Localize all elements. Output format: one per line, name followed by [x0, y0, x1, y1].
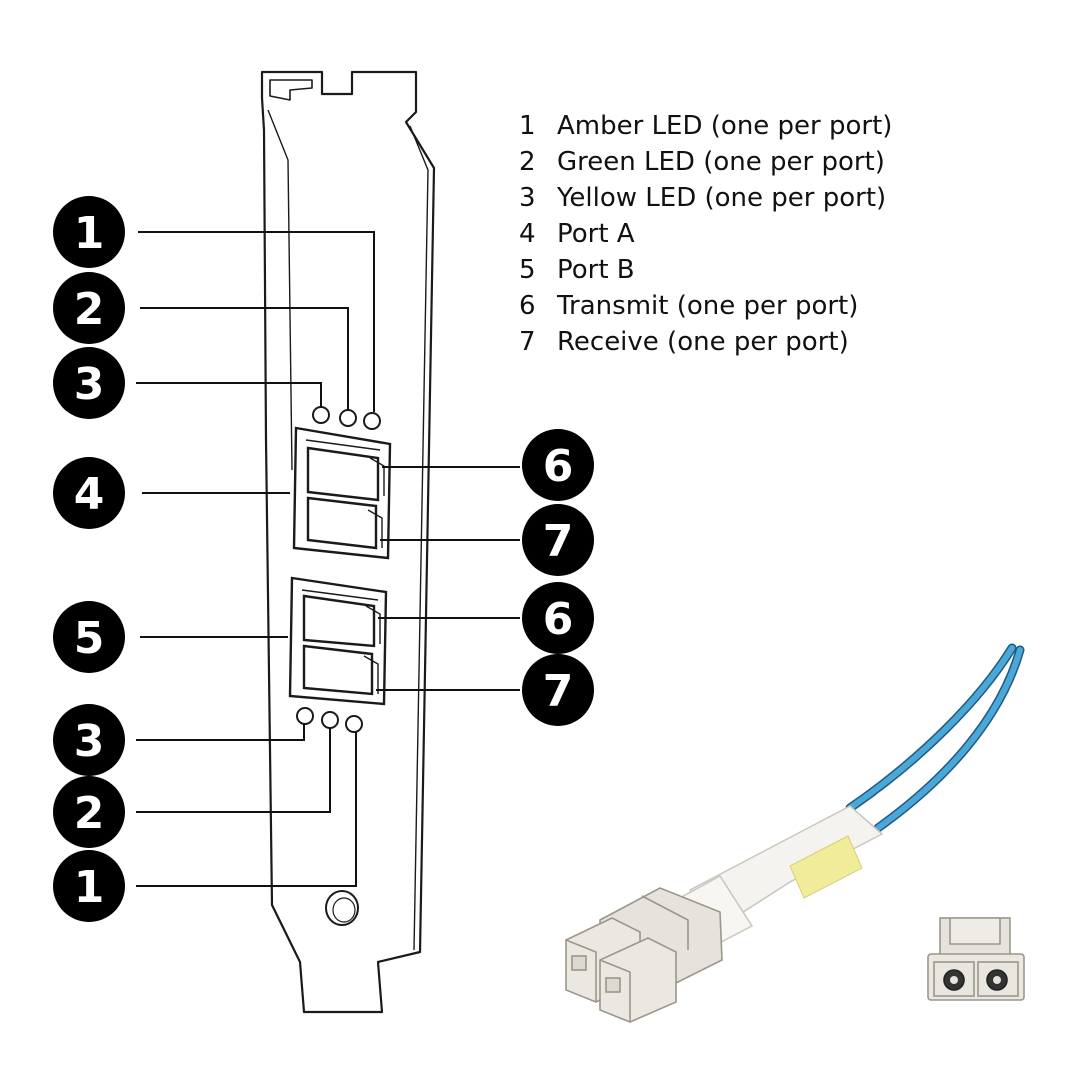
legend-number: 3 — [519, 183, 536, 213]
callout-badge — [53, 601, 125, 673]
fiber-strand-blue — [873, 645, 1025, 833]
callout-number: 4 — [74, 469, 105, 520]
callout-badge — [53, 457, 125, 529]
callout-4: 4 — [53, 457, 125, 529]
legend-item: 1 Amber LED (one per port) — [519, 108, 892, 144]
callout-number: 1 — [74, 208, 105, 259]
legend-item: 6 Transmit (one per port) — [519, 288, 892, 324]
led-yellow-port-a — [312, 406, 330, 424]
callout-2-bottom: 2 — [53, 776, 125, 848]
callout-7-port-b: 7 — [522, 654, 594, 726]
port-b — [288, 576, 388, 706]
port-b-receive — [302, 644, 374, 696]
legend-label: Transmit (one per port) — [557, 291, 859, 321]
callout-5: 5 — [53, 601, 125, 673]
callout-badge — [53, 347, 125, 419]
callout-6-port-b: 6 — [522, 582, 594, 654]
callout-number: 7 — [543, 666, 574, 717]
callout-1-bottom: 1 — [53, 850, 125, 922]
port-a-receive — [306, 496, 378, 550]
legend-number: 5 — [519, 255, 536, 285]
callout-number: 1 — [74, 862, 105, 913]
port-a-transmit — [306, 446, 380, 502]
legend-number: 1 — [519, 111, 536, 141]
callout-badge — [522, 654, 594, 726]
callout-badge — [522, 582, 594, 654]
callout-number: 6 — [543, 594, 574, 645]
lc-connector-front-view — [927, 917, 1025, 1001]
legend-label: Green LED (one per port) — [557, 147, 885, 177]
callout-3-bottom: 3 — [53, 704, 125, 776]
port-a — [292, 426, 392, 560]
callout-badge — [522, 429, 594, 501]
lc-duplex-cable — [565, 643, 1025, 1023]
callout-1-top: 1 — [53, 196, 125, 268]
legend-label: Port A — [557, 219, 635, 249]
led-amber-port-a — [363, 412, 381, 430]
callout-number: 6 — [543, 441, 574, 492]
legend-item: 7 Receive (one per port) — [519, 324, 892, 360]
callout-number: 2 — [74, 284, 105, 335]
callout-badge — [53, 704, 125, 776]
legend-number: 4 — [519, 219, 536, 249]
callout-6-port-a: 6 — [522, 429, 594, 501]
led-green-port-a — [339, 409, 357, 427]
leader-lines — [136, 231, 520, 887]
callout-badge — [53, 850, 125, 922]
screw-hole — [325, 890, 359, 926]
cable-boot-yellow — [789, 835, 863, 899]
legend-label: Amber LED (one per port) — [557, 111, 893, 141]
callout-2-top: 2 — [53, 272, 125, 344]
leader-line-2-top — [140, 307, 349, 410]
leader-line-3-bottom — [136, 724, 305, 741]
callout-number: 7 — [543, 516, 574, 567]
led-amber-port-b — [345, 715, 363, 733]
legend-item: 5 Port B — [519, 252, 892, 288]
callout-badge — [53, 776, 125, 848]
legend-number: 7 — [519, 327, 536, 357]
leader-line-2-bottom — [136, 728, 331, 813]
legend-item: 4 Port A — [519, 216, 892, 252]
legend-number: 6 — [519, 291, 536, 321]
callout-badge — [53, 272, 125, 344]
pcie-bracket — [260, 70, 436, 1014]
led-group-top — [312, 406, 381, 430]
legend-item: 2 Green LED (one per port) — [519, 144, 892, 180]
callout-7-port-a: 7 — [522, 504, 594, 576]
callout-number: 3 — [74, 359, 105, 410]
callout-number: 5 — [74, 613, 105, 664]
legend-label: Port B — [557, 255, 635, 285]
legend-label: Receive (one per port) — [557, 327, 849, 357]
legend-number: 2 — [519, 147, 536, 177]
legend-label: Yellow LED (one per port) — [557, 183, 887, 213]
callout-badge — [53, 196, 125, 268]
leader-line-1-bottom — [136, 732, 357, 887]
led-yellow-port-b — [296, 707, 314, 725]
leader-line-1-top — [138, 231, 375, 412]
port-b-transmit — [302, 594, 376, 648]
lc-connector-body — [565, 887, 723, 1023]
callout-badge — [522, 504, 594, 576]
callout-number: 3 — [74, 716, 105, 767]
callout-3-top: 3 — [53, 347, 125, 419]
leader-line-3-top — [136, 382, 322, 407]
legend: 1 Amber LED (one per port) 2 Green LED (on… — [519, 108, 892, 360]
led-green-port-b — [321, 711, 339, 729]
callout-number: 2 — [74, 788, 105, 839]
legend-item: 3 Yellow LED (one per port) — [519, 180, 892, 216]
